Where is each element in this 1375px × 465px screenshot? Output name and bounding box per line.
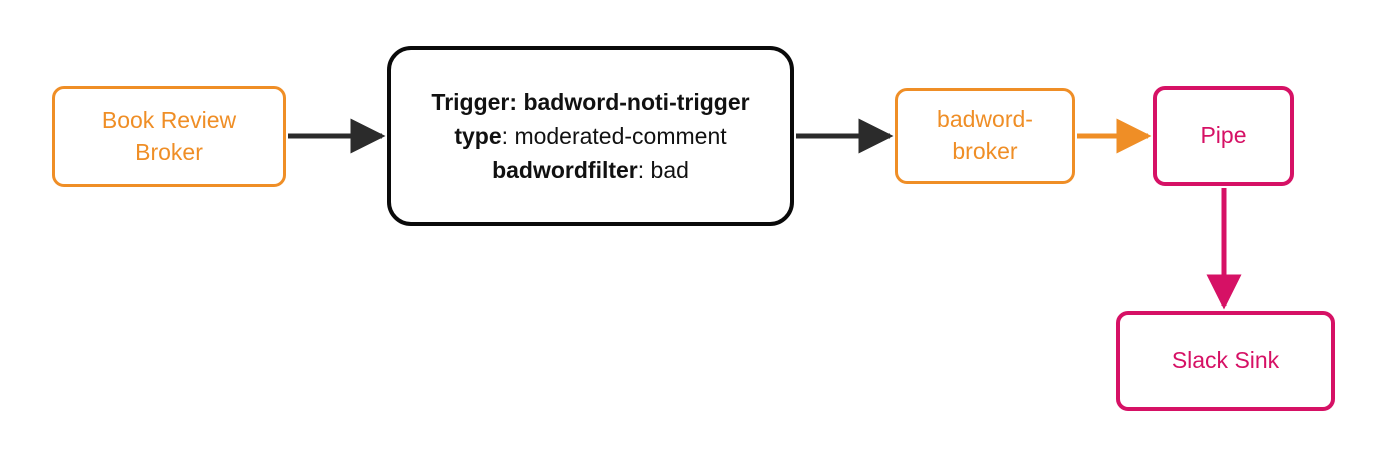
node-label-line: broker: [952, 138, 1018, 164]
trigger-row-value: bad: [650, 157, 689, 184]
node-book-review-broker[interactable]: Book Review Broker: [52, 86, 286, 187]
node-label-line: Broker: [135, 138, 203, 165]
node-badword-noti-trigger[interactable]: Trigger: badword-noti-trigger type: mode…: [387, 46, 794, 226]
trigger-row-type: type: moderated-comment: [431, 119, 749, 153]
trigger-row-value: moderated-comment: [514, 122, 727, 149]
node-label: Trigger: badword-noti-trigger type: mode…: [417, 85, 763, 187]
node-label: badword- broker: [937, 104, 1033, 167]
node-label: Slack Sink: [1171, 347, 1280, 374]
trigger-row-value: badword-noti-trigger: [523, 88, 750, 115]
node-label-line: badword-: [937, 106, 1033, 133]
node-slack-sink[interactable]: Slack Sink: [1116, 311, 1335, 411]
node-label: Pipe: [1200, 122, 1247, 149]
trigger-row-key: badwordfilter: [492, 157, 638, 184]
node-pipe[interactable]: Pipe: [1153, 86, 1294, 186]
trigger-row-separator: :: [501, 122, 515, 149]
node-badword-broker[interactable]: badword- broker: [895, 88, 1075, 184]
trigger-row-badwordfilter: badwordfilter: bad: [431, 153, 749, 187]
trigger-row-separator: :: [637, 157, 651, 184]
trigger-row-key: type: [454, 122, 502, 149]
trigger-row-trigger: Trigger: badword-noti-trigger: [431, 85, 749, 119]
node-label-line: Book Review: [101, 106, 237, 133]
node-label: Book Review Broker: [102, 105, 236, 168]
trigger-row-key: Trigger:: [431, 88, 518, 115]
